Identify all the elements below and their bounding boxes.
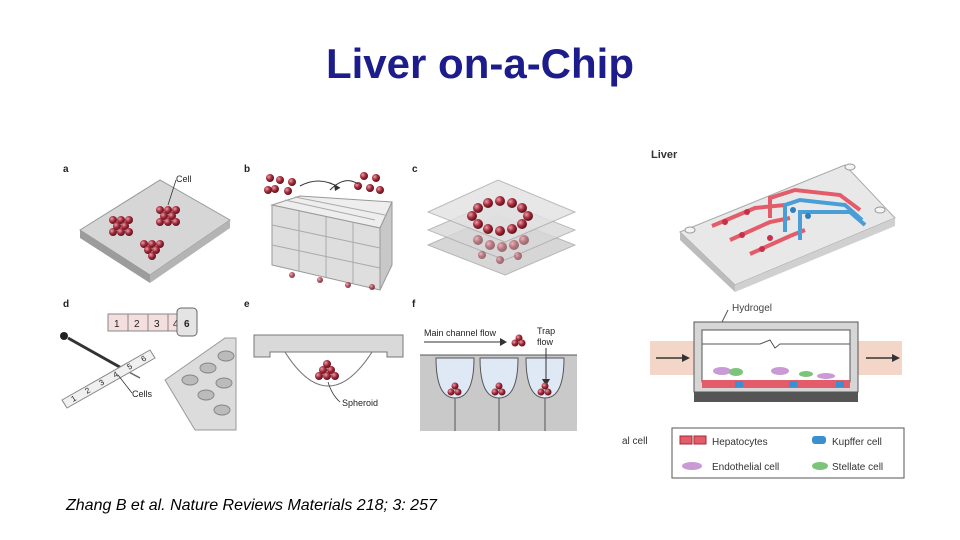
spheroid-ring xyxy=(467,196,533,236)
svg-text:4: 4 xyxy=(112,369,121,379)
panel-letter: b xyxy=(244,164,250,175)
liver-cross-section: Hydrogel xyxy=(650,303,902,402)
cell-cluster xyxy=(109,206,180,260)
svg-text:2: 2 xyxy=(84,385,93,395)
label-flow: flow xyxy=(537,337,554,347)
panel-letter: d xyxy=(63,299,69,310)
slide-title: Liver on-a-Chip xyxy=(325,40,634,87)
label-cells: Cells xyxy=(132,389,153,399)
panel-letter: c xyxy=(412,164,418,175)
spheroid xyxy=(315,360,339,380)
well-label: 2 xyxy=(134,319,140,330)
legend-kupffer: Kupffer cell xyxy=(832,437,882,448)
well-label: 1 xyxy=(114,319,120,330)
panel-d: d 1 2 3 4 6 1 2 3 4 5 6 Cells xyxy=(60,299,237,431)
hydrogel-label: Hydrogel xyxy=(732,303,772,314)
panel-letter: e xyxy=(244,299,250,310)
legend-stellate: Stellate cell xyxy=(832,462,883,473)
svg-text:3: 3 xyxy=(98,377,107,387)
svg-text:5: 5 xyxy=(126,361,135,371)
liver-chip: Liver xyxy=(651,149,896,292)
liver-title: Liver xyxy=(651,149,678,161)
label-cell: Cell xyxy=(176,174,192,184)
panel-f: f Main channel flow Trap flow xyxy=(412,299,577,431)
svg-text:1: 1 xyxy=(70,393,79,403)
legend-endothelial: Endothelial cell xyxy=(712,462,779,473)
cell-legend: al cell Hepatocytes Kupffer cell Endothe… xyxy=(620,427,905,479)
legend-hepatocytes: Hepatocytes xyxy=(712,437,768,448)
panel-c: c xyxy=(412,164,577,276)
label-main-flow: Main channel flow xyxy=(424,328,497,338)
panel-a: a Cell xyxy=(63,164,231,283)
well-label: 4 xyxy=(173,319,179,330)
panel-b: b xyxy=(244,164,393,291)
label-spheroid: Spheroid xyxy=(342,398,378,408)
panel-letter: f xyxy=(412,299,416,310)
panel-e: e Spheroid xyxy=(244,299,404,408)
svg-text:6: 6 xyxy=(140,353,149,363)
panel-letter: a xyxy=(63,164,69,175)
well-label: 6 xyxy=(184,319,190,330)
label-trap: Trap xyxy=(537,326,555,336)
well-label: 3 xyxy=(154,319,160,330)
legend-partial-label: al cell xyxy=(622,436,648,447)
citation: Zhang B et al. Nature Reviews Materials … xyxy=(66,497,437,514)
